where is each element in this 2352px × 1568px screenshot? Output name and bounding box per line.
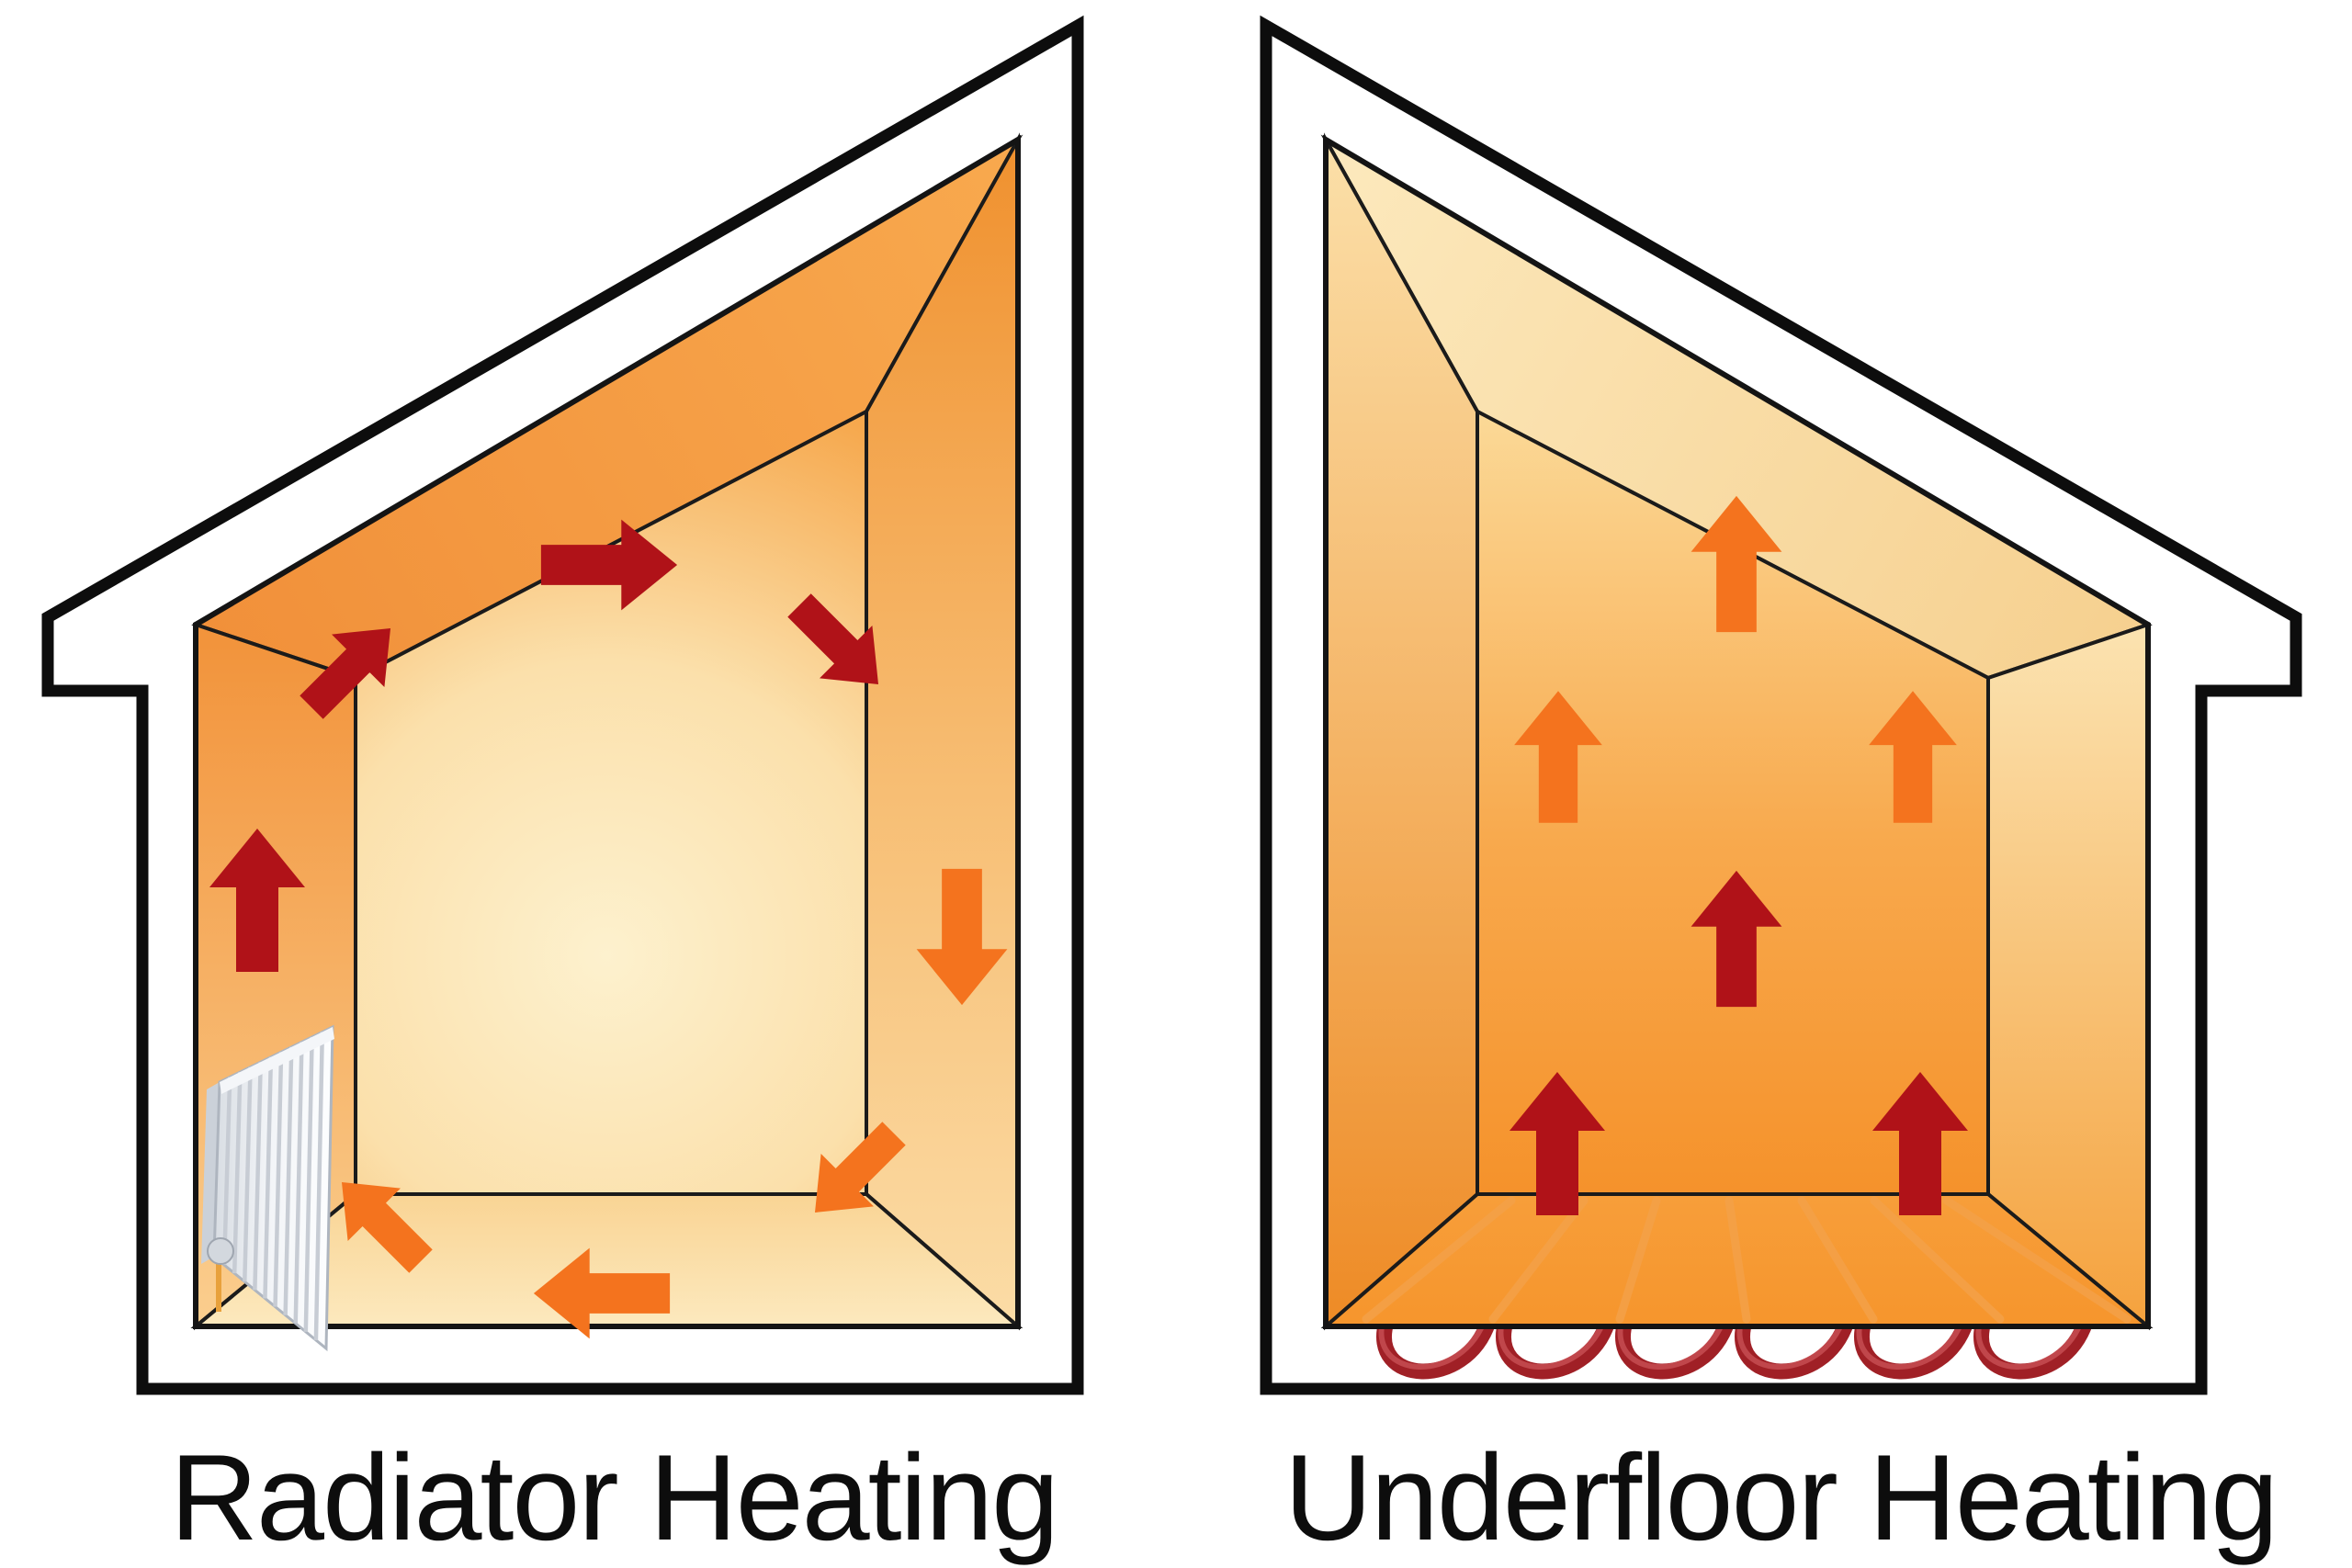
- radiator-fin: [221, 1077, 232, 1266]
- heating-coil-highlight: [1617, 1314, 1727, 1370]
- radiator-heating-house: [41, 15, 1084, 1395]
- heat-flow-arrow: [300, 627, 391, 719]
- heating-coil-highlight: [1498, 1314, 1608, 1370]
- floor-pipe-groove: [1942, 1196, 2132, 1324]
- underfloor-heating-house: [1260, 15, 2302, 1395]
- radiator-fin: [232, 1072, 243, 1274]
- radiator-fin: [263, 1056, 274, 1299]
- floor-pipe-groove-group: [1362, 1196, 2132, 1324]
- floor-pipe-groove: [1724, 1196, 1751, 1324]
- radiator-fin: [273, 1052, 284, 1307]
- heat-flow-arrow: [540, 519, 678, 611]
- room-interior: [1320, 132, 2154, 1331]
- convection-arrow-group: [209, 519, 1008, 1339]
- interior-outline: [193, 134, 1021, 1329]
- heat-flow-arrow: [1690, 870, 1782, 1008]
- radiator-fin-group: [221, 1032, 325, 1340]
- heat-flow-arrow: [1510, 1072, 1605, 1215]
- radiator-fin: [253, 1062, 263, 1291]
- heat-flow-arrow: [209, 829, 305, 972]
- floor-pipe-groove: [1362, 1196, 1516, 1324]
- heating-coil-highlight: [1975, 1314, 2086, 1370]
- floor-pipe-groove: [1488, 1196, 1589, 1324]
- underfloor-coil: [1376, 1314, 2094, 1380]
- interior-outline: [1323, 134, 2151, 1329]
- radiator-fin: [243, 1066, 253, 1282]
- heat-flow-arrow: [1869, 691, 1957, 823]
- back-wall-plane: [354, 408, 868, 1196]
- radiator-fin: [313, 1032, 325, 1340]
- radiator-fin: [303, 1036, 314, 1332]
- radiator-top-cap: [220, 1027, 334, 1094]
- heating-coil-highlight: [1856, 1314, 1966, 1370]
- radiator-valve: [207, 1237, 234, 1265]
- heating-coil-highlight: [1378, 1314, 1488, 1370]
- radiator: [201, 1024, 334, 1352]
- radiator-fin: [283, 1046, 294, 1315]
- right-house-caption: Underfloor Heating: [1284, 1430, 2277, 1566]
- floor-pipe-groove: [1797, 1196, 1878, 1324]
- heat-flow-arrow: [916, 868, 1008, 1006]
- left-house-caption: Radiator Heating: [170, 1430, 1057, 1566]
- floor-pipe-groove: [1615, 1196, 1661, 1324]
- heat-flow-arrow: [1872, 1072, 1968, 1215]
- heat-flow-arrow: [787, 593, 879, 685]
- heat-flow-arrow: [1690, 495, 1782, 633]
- heating-coil-highlight: [1736, 1314, 1847, 1370]
- radiator-fin: [293, 1042, 304, 1324]
- heat-flow-arrow: [533, 1247, 671, 1339]
- heat-flow-arrow: [814, 1122, 906, 1213]
- heat-flow-arrow: [341, 1181, 433, 1273]
- floor-pipe-groove: [1870, 1196, 2005, 1324]
- heat-flow-arrow: [1514, 691, 1602, 823]
- rising-heat-arrow-group: [1510, 495, 1968, 1215]
